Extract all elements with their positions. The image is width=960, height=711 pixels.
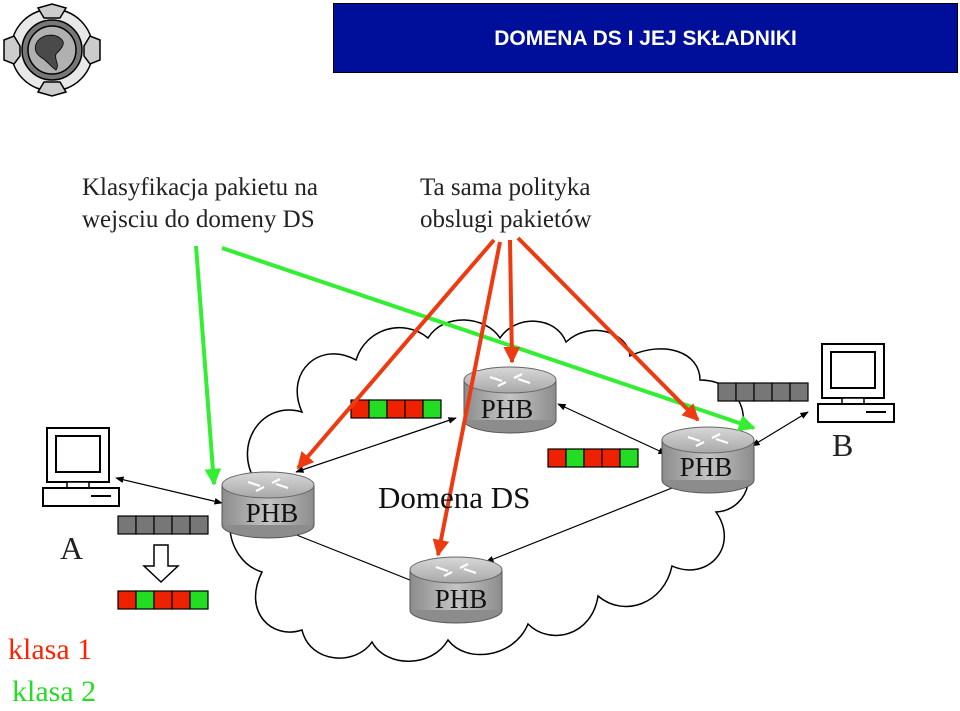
router-label: PHB xyxy=(246,498,299,528)
computer-icon xyxy=(42,427,120,507)
router-label: PHB xyxy=(680,452,733,482)
classification-arrows xyxy=(194,245,756,486)
network-links xyxy=(115,403,809,585)
policy-caption: Ta sama polityka obslugi pakietów xyxy=(420,174,592,233)
router-label: PHB xyxy=(435,584,488,614)
host-a-label: A xyxy=(60,530,84,566)
domain-label: Domena DS xyxy=(378,480,531,515)
globe-logo-icon xyxy=(3,3,101,97)
down-arrow-icon xyxy=(142,544,180,584)
legend-class2: klasa 2 xyxy=(12,675,97,708)
title-bar: DOMENA DS I JEJ SKŁADNIKI xyxy=(333,3,958,73)
classification-caption: Klasyfikacja pakietu na wejsciu do domen… xyxy=(82,174,319,233)
page-title: DOMENA DS I JEJ SKŁADNIKI xyxy=(494,27,797,50)
policy-arrows xyxy=(296,236,700,557)
packet-queues xyxy=(117,382,809,610)
legend-class1: klasa 1 xyxy=(8,633,93,666)
router-label: PHB xyxy=(481,394,534,424)
host-b-label: B xyxy=(832,427,854,463)
computer-icon xyxy=(817,343,895,423)
